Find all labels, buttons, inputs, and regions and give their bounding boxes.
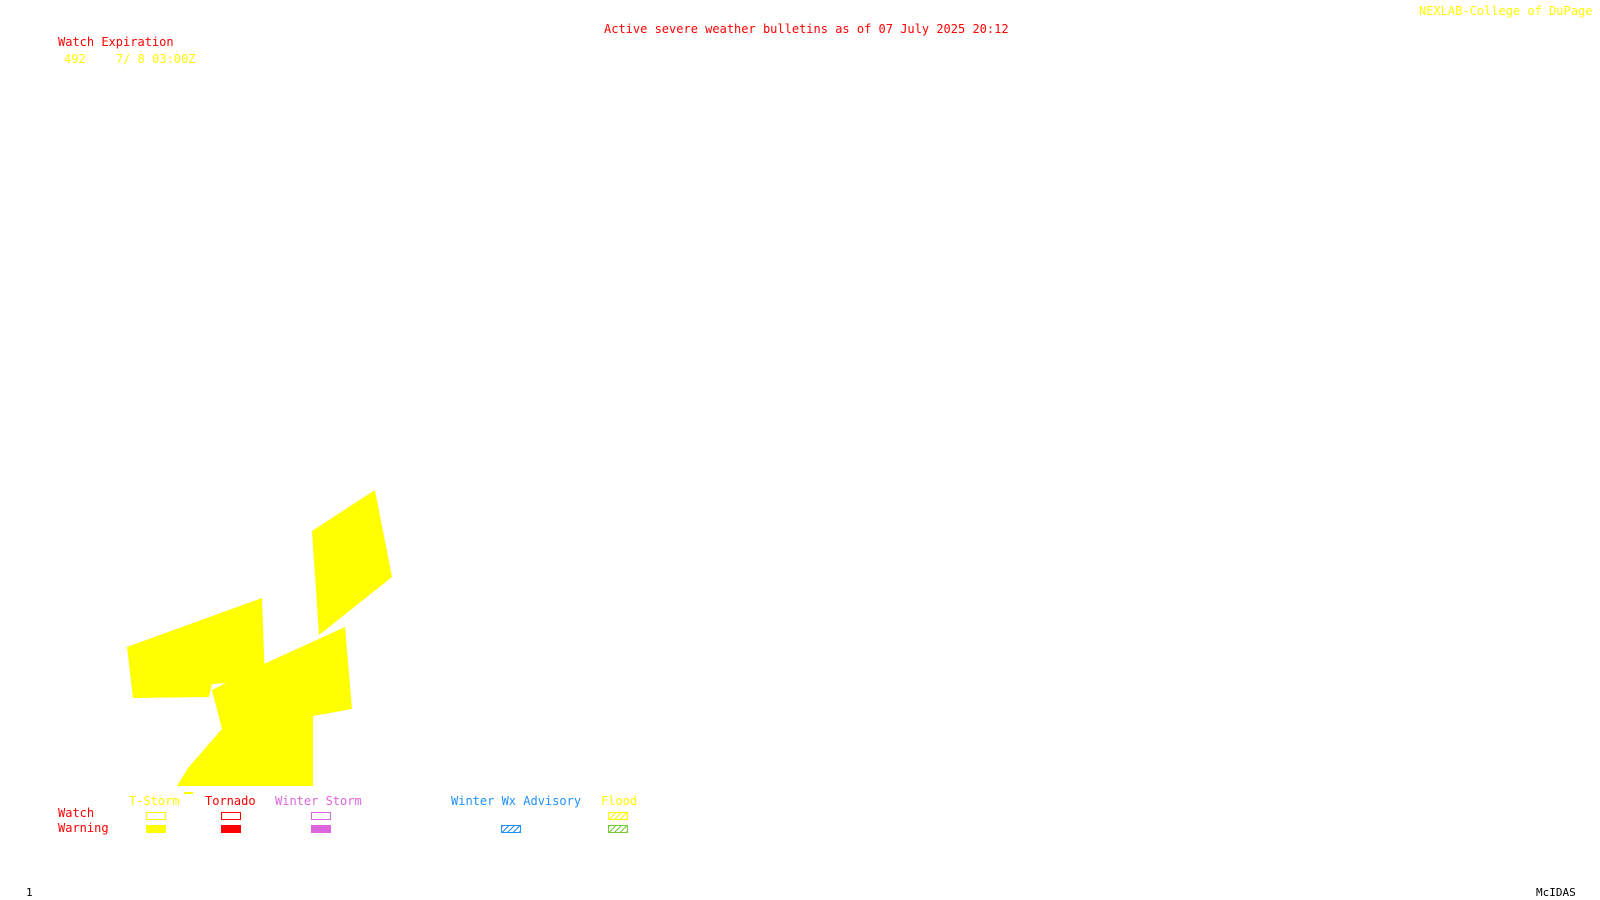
source-credit: NEXLAB-College of DuPage R (1419, 4, 1600, 18)
winter-storm-warning-swatch (311, 825, 331, 833)
tornado-watch-swatch (221, 812, 241, 820)
tstorm-watch-swatch (146, 812, 166, 820)
watch-expiration-time: 7/ 8 03:00Z (116, 52, 196, 66)
flood-warning-swatch (608, 825, 628, 833)
bulletin-title: Active severe weather bulletins as of 07… (604, 22, 1009, 36)
winter-storm-watch-swatch (311, 812, 331, 820)
legend-winter-advisory-label: Winter Wx Advisory (451, 794, 582, 808)
map-marker (184, 792, 193, 794)
frame-number: 1 (26, 886, 33, 899)
watch-number: 492 (64, 52, 86, 66)
watch-row: 492 7/ 8 03:00Z (64, 52, 195, 66)
legend-flood-label: Flood (601, 794, 638, 808)
tornado-warning-swatch (221, 825, 241, 833)
winter-advisory-swatch (501, 825, 521, 833)
legend-tornado-label: Tornado (205, 794, 256, 808)
software-label: McIDAS (1536, 886, 1576, 899)
tstorm-warning-area (312, 490, 392, 635)
tstorm-warning-area (127, 598, 265, 698)
legend-winter-storm-label: Winter Storm (275, 794, 362, 808)
tstorm-warning-area (177, 627, 352, 786)
legend-watch-row-label: Watch (58, 806, 95, 820)
legend-tstorm-label: T-Storm (129, 794, 180, 808)
tstorm-warning-swatch (146, 825, 166, 833)
flood-watch-swatch (608, 812, 628, 820)
legend-warning-row-label: Warning (58, 821, 109, 835)
watch-expiration-heading: Watch Expiration (58, 35, 174, 49)
